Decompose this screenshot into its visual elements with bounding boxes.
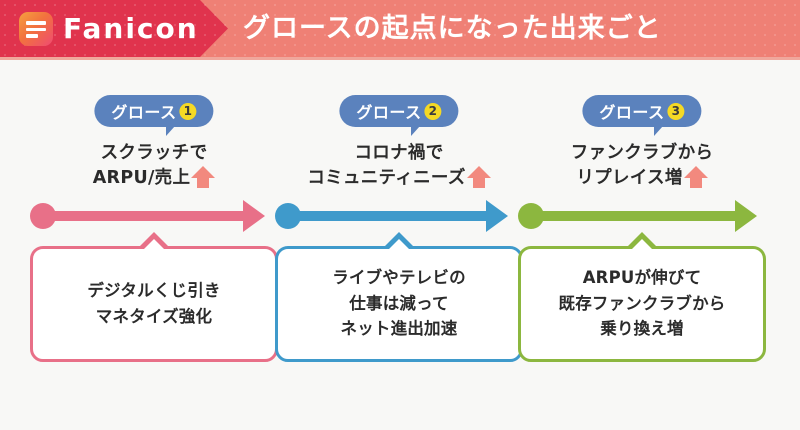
headline-line-1b: ARPU/売上: [30, 165, 278, 191]
callout-text-3: ARPUが伸びて 既存ファンクラブから 乗り換え増: [559, 265, 726, 342]
callout-box-2: ライブやテレビの 仕事は減って ネット進出加速: [275, 231, 523, 362]
badge-label-1: グロース: [111, 103, 177, 122]
headline-line-2b-text: コミュニティニーズ: [307, 167, 466, 188]
flow-line-3: [531, 210, 740, 221]
headline-line-3b-text: リプレイス増: [576, 167, 683, 188]
badge-wrapper-2: グロース 2: [275, 95, 523, 136]
callout-nub-inner-1: [140, 238, 168, 253]
badge-number-3: 3: [667, 102, 685, 120]
callout-line-3a: ARPUが伸びて: [582, 268, 702, 288]
callout-line-2a: ライブやテレビの: [332, 268, 466, 288]
callout-line-2c: ネット進出加速: [340, 319, 458, 339]
growth-column-3: グロース 3 ファンクラブから リプレイス増 ARPUが伸びて 既存ファンクラブ…: [518, 95, 766, 362]
callout-box-1: デジタルくじ引き マネタイズ強化: [30, 231, 278, 362]
growth-badge-2: グロース 2: [339, 95, 459, 127]
headline-line-2b: コミュニティニーズ: [275, 165, 523, 191]
flow-arrow-1: [30, 199, 278, 233]
badge-label-3: グロース: [599, 103, 665, 122]
page-header: Fanicon グロースの起点になった出来ごと: [0, 0, 800, 57]
brand-name: Fanicon: [63, 12, 199, 45]
growth-badge-3: グロース 3: [582, 95, 702, 127]
callout-box-3: ARPUが伸びて 既存ファンクラブから 乗り換え増: [518, 231, 766, 362]
badge-wrapper-3: グロース 3: [518, 95, 766, 136]
flow-line-2: [288, 210, 491, 221]
up-arrow-icon-2: [466, 165, 491, 188]
callout-text-1: デジタルくじ引き マネタイズ強化: [87, 278, 220, 329]
callout-line-1b: マネタイズ強化: [95, 306, 213, 326]
callout-line-3b: 既存ファンクラブから: [558, 293, 726, 313]
badge-number-2: 2: [424, 102, 442, 120]
headline-1: スクラッチで ARPU/売上: [30, 141, 278, 191]
headline-3: ファンクラブから リプレイス増: [518, 141, 766, 191]
logo-bar-3: [26, 34, 38, 38]
growth-column-2: グロース 2 コロナ禍で コミュニティニーズ ライブやテレビの 仕事は減って ネ…: [275, 95, 523, 362]
callout-line-1a: デジタルくじ引き: [87, 281, 221, 301]
headline-2: コロナ禍で コミュニティニーズ: [275, 141, 523, 191]
flow-arrow-tip-1: [243, 199, 265, 232]
headline-line-2a: コロナ禍で: [354, 143, 444, 163]
header-underline: [0, 57, 800, 60]
badge-label-2: グロース: [356, 103, 422, 122]
badge-tail-1: [166, 126, 175, 136]
headline-line-1a: スクラッチで: [100, 143, 208, 163]
page-title: グロースの起点になった出来ごと: [243, 13, 662, 44]
growth-column-1: グロース 1 スクラッチで ARPU/売上 デジタルくじ引き マネタイズ強化: [30, 95, 278, 362]
up-arrow-icon-3: [683, 165, 708, 188]
badge-tail-3: [654, 126, 663, 136]
flow-line-1: [43, 210, 248, 221]
flow-arrow-tip-2: [486, 199, 508, 232]
fanicon-document-icon: [19, 12, 53, 46]
badge-wrapper-1: グロース 1: [30, 95, 278, 136]
flow-arrow-tip-3: [735, 199, 757, 232]
flow-arrow-2: [275, 199, 523, 233]
headline-line-1b-text: ARPU/売上: [92, 167, 191, 188]
callout-nub-inner-3: [628, 238, 656, 253]
up-arrow-icon-1: [191, 165, 216, 188]
headline-line-3b: リプレイス増: [518, 165, 766, 191]
callout-line-2b: 仕事は減って: [349, 293, 449, 313]
flow-arrow-3: [518, 199, 766, 233]
badge-tail-2: [411, 126, 420, 136]
growth-badge-1: グロース 1: [94, 95, 214, 127]
headline-line-3a: ファンクラブから: [570, 143, 714, 163]
logo-bar-2: [26, 27, 46, 31]
callout-line-3c: 乗り換え増: [600, 319, 684, 339]
callout-nub-inner-2: [385, 238, 413, 253]
logo-bar-1: [26, 21, 46, 25]
callout-text-2: ライブやテレビの 仕事は減って ネット進出加速: [332, 265, 466, 342]
badge-number-1: 1: [179, 102, 197, 120]
